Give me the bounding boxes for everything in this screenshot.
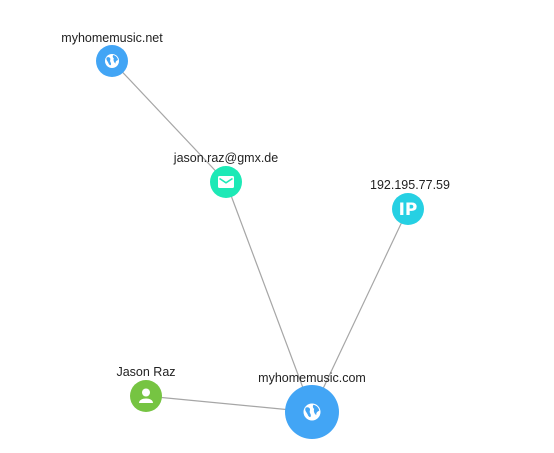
- ip-icon: IP: [399, 200, 418, 220]
- person-node-jason-raz[interactable]: Jason Raz: [116, 365, 176, 412]
- edges-layer: [111, 60, 409, 413]
- domain-node-myhomemusic-net[interactable]: myhomemusic.net: [61, 31, 163, 77]
- ip-node-192-195-77-59[interactable]: IP 192.195.77.59: [370, 178, 450, 225]
- node-circle[interactable]: [392, 193, 424, 225]
- domain-node-myhomemusic-com[interactable]: myhomemusic.com: [258, 371, 366, 439]
- envelope-icon: [218, 176, 234, 188]
- node-label: 192.195.77.59: [370, 178, 450, 192]
- node-label: jason.raz@gmx.de: [173, 151, 278, 165]
- globe-icon: [105, 54, 119, 68]
- edge-n2-n4: [225, 181, 313, 413]
- edge-n5-n4: [145, 395, 313, 413]
- edge-n1-n2: [111, 60, 227, 183]
- node-label: myhomemusic.net: [61, 31, 163, 45]
- globe-icon: [303, 403, 321, 421]
- person-icon: [139, 388, 153, 403]
- edge-n3-n4: [311, 208, 409, 413]
- email-node-jason-raz[interactable]: jason.raz@gmx.de: [173, 151, 278, 198]
- node-label: Jason Raz: [116, 365, 175, 379]
- node-label: myhomemusic.com: [258, 371, 366, 385]
